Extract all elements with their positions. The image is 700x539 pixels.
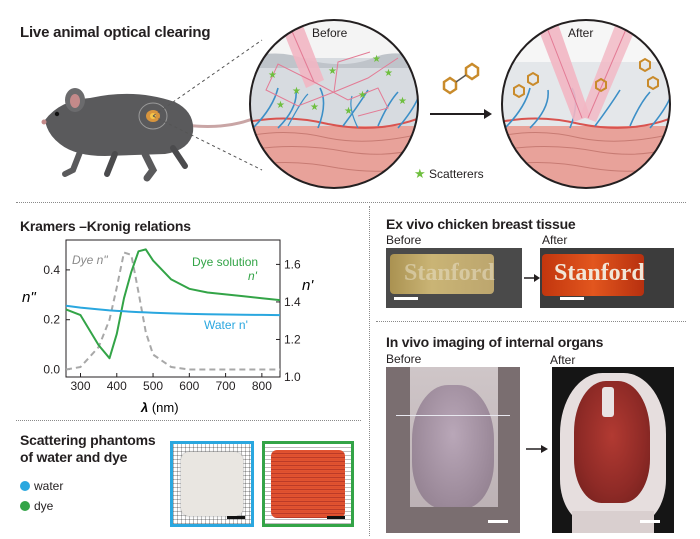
y-right-tick-label: 1.4 [284,295,301,309]
right-arrow-invivo-icon [526,442,548,454]
legend-label-water: water [34,479,64,493]
phantoms-legend: water dye [20,476,63,516]
y-right-tick-label: 1.6 [284,257,301,271]
y-right-tick-label: 1.0 [284,370,301,384]
x-tick-label: 800 [252,379,272,393]
mouse-illustration [41,88,257,182]
exvivo-after-image: Stanford [540,248,674,308]
x-axis-unit: (nm) [148,400,178,415]
exvivo-after-logo: Stanford [554,260,645,286]
phantoms-title-line1: Scattering phantoms [20,432,156,448]
x-tick-label: 500 [143,379,163,393]
phantoms-title: Scattering phantoms of water and dye [20,432,156,466]
svg-text:★: ★ [358,90,367,101]
invivo-before-image [386,367,520,533]
water-dot-icon [20,481,30,491]
divider-vertical [369,206,370,536]
scatterers-legend: ★ Scatterers [414,166,484,182]
invivo-after-image [552,367,674,533]
svg-text:★: ★ [268,70,277,81]
svg-text:★: ★ [292,86,301,97]
label-dye-dp: Dye n" [72,253,108,267]
invivo-title: In vivo imaging of internal organs [386,334,604,350]
y-right-tick-label: 1.2 [284,332,301,346]
invivo-before-label: Before [386,352,422,366]
exvivo-before-logo: Stanford [404,260,495,286]
before-circle-diagram: ★★ ★★ ★★ ★★ ★★ [249,19,419,189]
dye-molecule-icon [442,62,480,95]
zoom-lines [152,39,263,171]
y-left-tick-label: 0.4 [43,263,60,277]
x-axis-label: λ (nm) [140,400,179,415]
after-circle-label: After [568,26,594,40]
y-right-label: n' [302,277,314,294]
legend-item-water: water [20,476,63,496]
svg-text:★: ★ [398,96,407,107]
series-line-1 [65,248,281,360]
label-water-np: Water n' [204,318,248,332]
divider-left [16,420,361,421]
exvivo-title: Ex vivo chicken breast tissue [386,216,576,232]
svg-text:★: ★ [310,102,319,113]
before-circle-label: Before [312,26,348,40]
svg-text:★: ★ [328,66,337,77]
legend-label-dye: dye [34,499,54,513]
series-line-2 [65,304,281,317]
dye-phantom-image [262,441,354,527]
right-arrow-small-icon [524,271,540,283]
svg-text:★: ★ [372,54,381,65]
exvivo-before-image: Stanford [386,248,522,308]
y-left-tick-label: 0.2 [43,313,60,327]
svg-text:★: ★ [384,68,393,79]
x-axis-symbol: λ [140,400,148,415]
svg-text:★: ★ [344,106,353,117]
exvivo-before-label: Before [386,233,422,247]
divider-right [376,321,686,322]
right-arrow-icon [430,109,492,119]
invivo-after-label: After [550,353,576,367]
svg-text:★: ★ [276,100,285,111]
y-left-tick-label: 0.0 [43,363,60,377]
x-tick-label: 400 [107,379,127,393]
x-tick-label: 700 [216,379,236,393]
label-dye-solution: Dye solution [192,255,258,269]
kk-title: Kramers –Kronig relations [20,218,191,234]
after-circle-diagram [501,19,671,189]
star-icon: ★ [414,166,426,181]
plot-frame [65,239,281,378]
panel-title-clearing: Live animal optical clearing [20,24,211,41]
label-dye-np: n' [248,269,258,283]
divider-top [16,202,686,203]
water-phantom-image [170,441,254,527]
y-left-label: n" [22,289,36,306]
legend-item-dye: dye [20,496,63,516]
series-line-0 [65,251,280,371]
scatterers-label: Scatterers [429,167,484,181]
dye-dot-icon [20,501,30,511]
x-tick-label: 600 [179,379,199,393]
exvivo-after-label: After [542,233,568,247]
x-tick-label: 300 [70,379,90,393]
phantoms-title-line2: of water and dye [20,449,128,465]
